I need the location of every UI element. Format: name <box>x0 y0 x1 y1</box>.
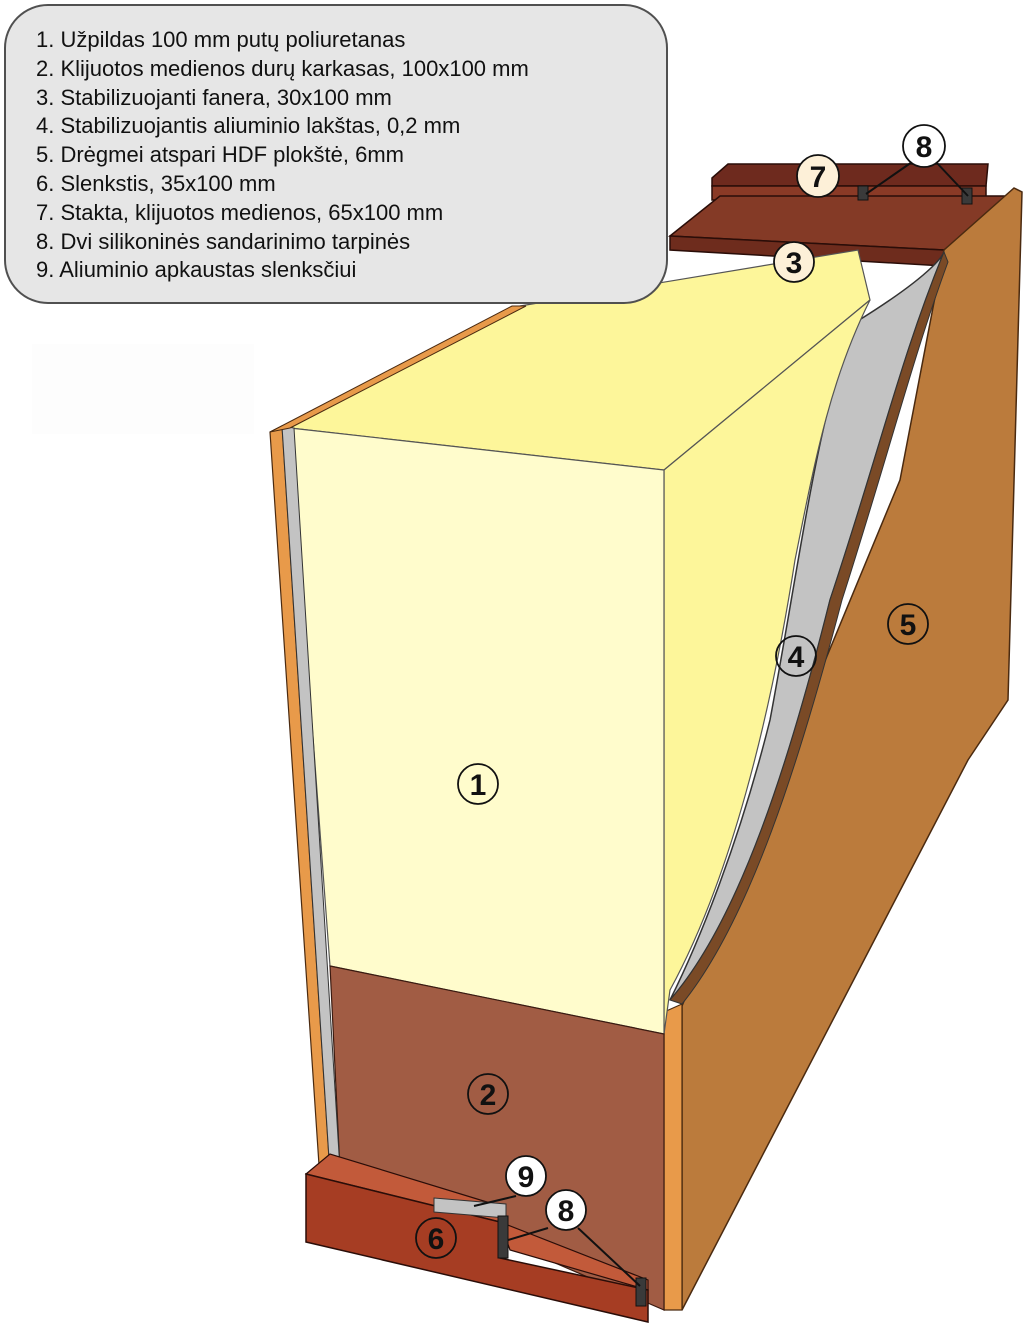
callout-6: 6 <box>415 1217 457 1259</box>
svg-text:8: 8 <box>916 131 933 164</box>
foam-front-face <box>289 427 665 1035</box>
jamb-stakta <box>711 163 989 201</box>
svg-text:3: 3 <box>786 247 803 280</box>
svg-text:4: 4 <box>788 641 805 674</box>
legend-item-1: 1. Užpildas 100 mm putų poliuretanas <box>36 27 406 52</box>
svg-text:8: 8 <box>558 1195 575 1228</box>
faded-logo <box>32 344 254 434</box>
callout-1: 1 <box>457 763 499 805</box>
svg-text:7: 7 <box>810 161 827 194</box>
legend-item-7: 7. Stakta, klijuotos medienos, 65x100 mm <box>36 199 444 225</box>
legend-item-4: 4. Stabilizuojantis aliuminio lakštas, 0… <box>36 113 461 139</box>
svg-text:9: 9 <box>518 1161 535 1194</box>
callout-7: 7 <box>796 154 840 198</box>
legend-item-2: 2. Klijuotos medienos durų karkasas, 100… <box>36 55 529 81</box>
svg-text:5: 5 <box>900 609 917 642</box>
callout-8-top: 8 <box>902 124 946 168</box>
foam-side-face <box>663 299 871 1035</box>
callout-8-bottom: 8 <box>545 1189 587 1231</box>
legend-item-5: 5. Drėgmei atspari HDF plokštė, 6mm <box>36 142 404 168</box>
legend-item-6: 6. Slenkstis, 35x100 mm <box>36 170 276 196</box>
hdf-panel-edge <box>663 1003 683 1311</box>
svg-text:6: 6 <box>428 1223 445 1256</box>
callout-2: 2 <box>467 1073 509 1115</box>
aluminium-sheet-edge <box>669 250 949 1005</box>
gasket-bottom-2 <box>635 1277 647 1307</box>
legend-list: 1. Užpildas 100 mm putų poliuretanas 2. … <box>36 26 666 285</box>
callout-3: 3 <box>773 241 815 283</box>
svg-text:1: 1 <box>470 769 487 802</box>
top-diagonal-edge <box>269 305 527 433</box>
callout-9: 9 <box>505 1155 547 1197</box>
legend-item-8: 8. Dvi silikoninės sandarinimo tarpinės <box>36 228 411 254</box>
legend-item-9: 9. Aliuminio apkaustas slenksčiui <box>36 257 357 283</box>
callout-5: 5 <box>887 603 929 645</box>
legend-box: 1. Užpildas 100 mm putų poliuretanas 2. … <box>4 4 668 304</box>
svg-text:2: 2 <box>480 1079 497 1112</box>
legend-item-3: 3. Stabilizuojanti fanera, 30x100 mm <box>36 84 392 110</box>
gasket-bottom-1 <box>497 1215 509 1259</box>
callout-4: 4 <box>775 635 817 677</box>
pointer-lines <box>473 161 969 1287</box>
